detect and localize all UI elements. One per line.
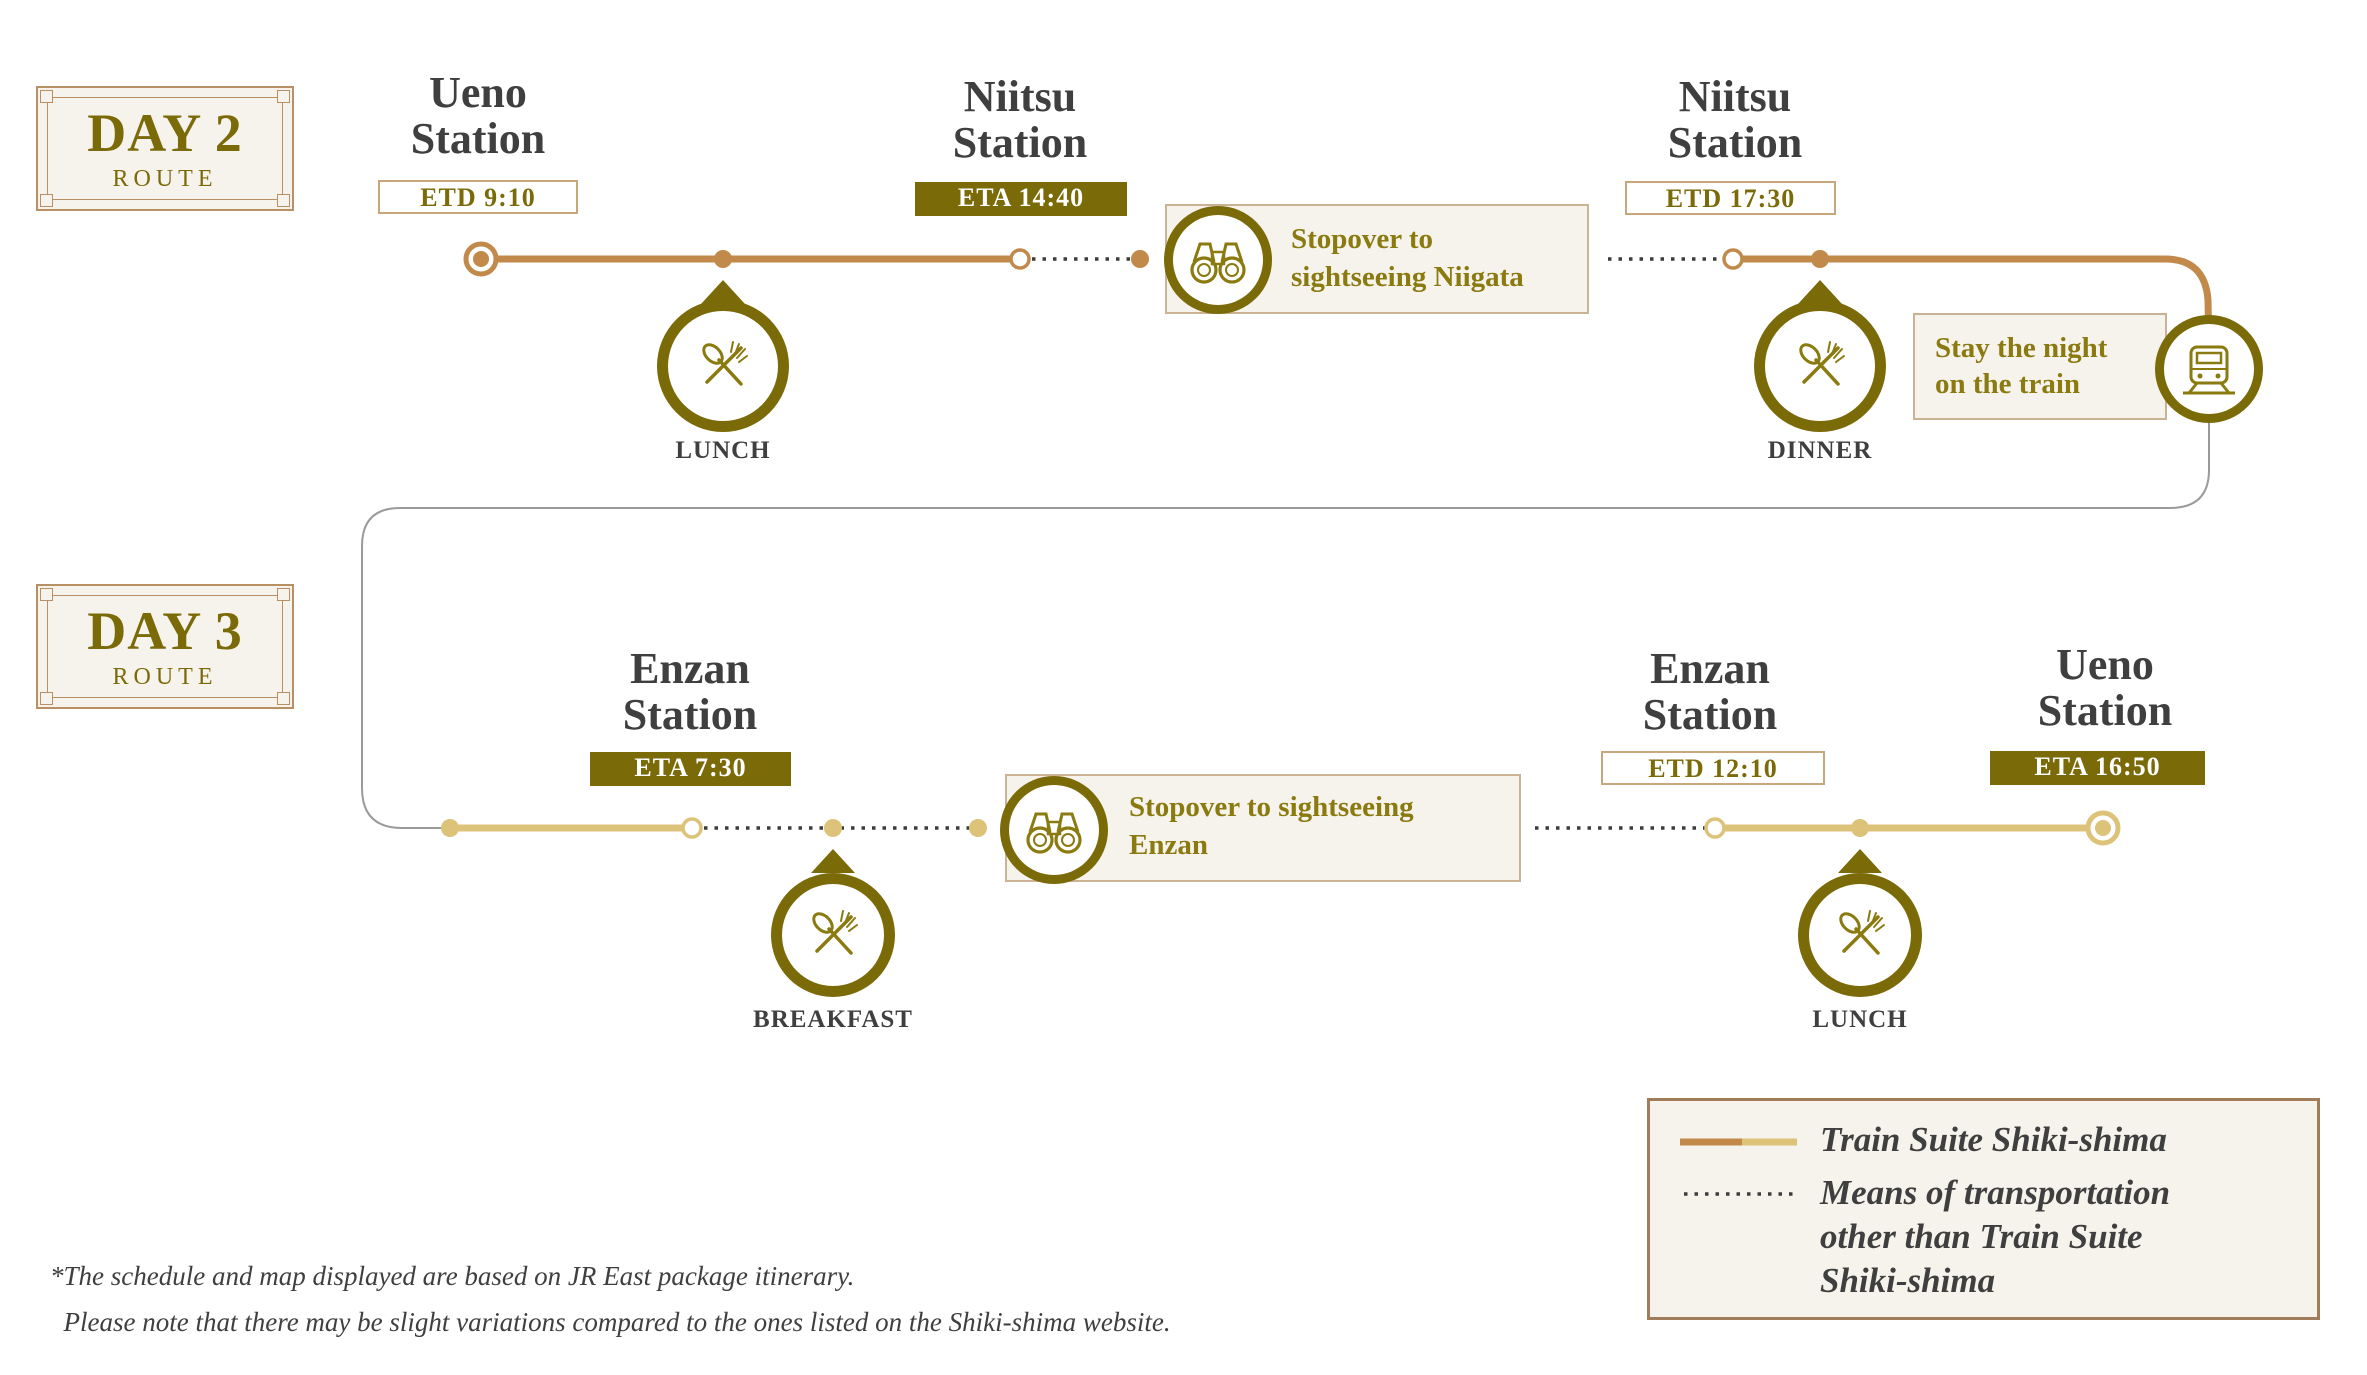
stay-night-callout: Stay the night on the train (1913, 313, 2167, 420)
niitsu-arrival-dot (1009, 248, 1031, 270)
lunch-stop-dot (714, 250, 732, 268)
fork-spoon-icon (657, 280, 789, 432)
day3-title: DAY 3 (87, 601, 243, 661)
legend-swatches (1680, 1138, 1797, 1196)
day2-title: DAY 2 (87, 103, 243, 163)
fork-spoon-icon (771, 849, 895, 997)
legend-other-label: Means of transportation other than Train… (1820, 1173, 2171, 1300)
etd-enzan-badge: ETD 12:10 (1601, 751, 1825, 785)
niigata-stopover-dot (1131, 250, 1149, 268)
breakfast-stop-dot (824, 819, 842, 837)
end-station-marker-core (2095, 820, 2111, 836)
station-name-enzan-arrival: Enzan Station (622, 644, 758, 739)
etd-niitsu-badge: ETD 17:30 (1625, 181, 1836, 215)
fork-spoon-icon (1798, 849, 1922, 997)
day3-badge: DAY 3 ROUTE (36, 584, 294, 709)
meal-label-breakfast: BREAKFAST (753, 1006, 913, 1033)
binoculars-icon (1000, 776, 1108, 884)
enzan-arrival-dot (681, 817, 703, 839)
station-name-ueno-end: Ueno Station (2037, 640, 2173, 735)
fork-spoon-icon (1754, 280, 1886, 432)
day2-train-segment-b (1742, 255, 2213, 356)
station-name-ueno-start: Ueno Station (410, 68, 546, 163)
enzan-stopover-dot (969, 819, 987, 837)
day2-badge: DAY 2 ROUTE (36, 86, 294, 211)
station-name-niitsu-departure: Niitsu Station (1667, 72, 1803, 167)
footnote-line2: Please note that there may be slight var… (50, 1307, 1171, 1337)
station-name-enzan-departure: Enzan Station (1642, 644, 1778, 739)
day3-start-dot (441, 819, 459, 837)
day-connector-line (361, 420, 2210, 829)
day3-subtitle: ROUTE (112, 664, 218, 690)
train-icon (2155, 315, 2263, 423)
legend-train-label: Train Suite Shiki-shima (1820, 1120, 2167, 1159)
dinner-stop-dot (1811, 250, 1829, 268)
day2-subtitle: ROUTE (112, 166, 218, 192)
eta-ueno-badge: ETA 16:50 (1990, 751, 2205, 785)
lunch-stop-dot-day3 (1851, 819, 1869, 837)
etd-ueno-badge: ETD 9:10 (378, 180, 578, 214)
eta-enzan-badge: ETA 7:30 (590, 752, 791, 786)
enzan-departure-dot (1704, 817, 1726, 839)
meal-label-lunch-day3: LUNCH (1812, 1006, 1908, 1033)
legend-box: Train Suite Shiki-shima Means of transpo… (1647, 1098, 2320, 1320)
meal-label-dinner: DINNER (1767, 437, 1873, 464)
station-name-niitsu-arrival: Niitsu Station (952, 72, 1088, 167)
niitsu-departure-dot (1722, 248, 1744, 270)
binoculars-icon (1164, 206, 1272, 314)
footnote-line1: *The schedule and map displayed are base… (50, 1261, 855, 1291)
meal-label-lunch-day2: LUNCH (675, 437, 771, 464)
eta-niitsu-badge: ETA 14:40 (915, 182, 1127, 216)
start-station-marker-core (473, 251, 489, 267)
